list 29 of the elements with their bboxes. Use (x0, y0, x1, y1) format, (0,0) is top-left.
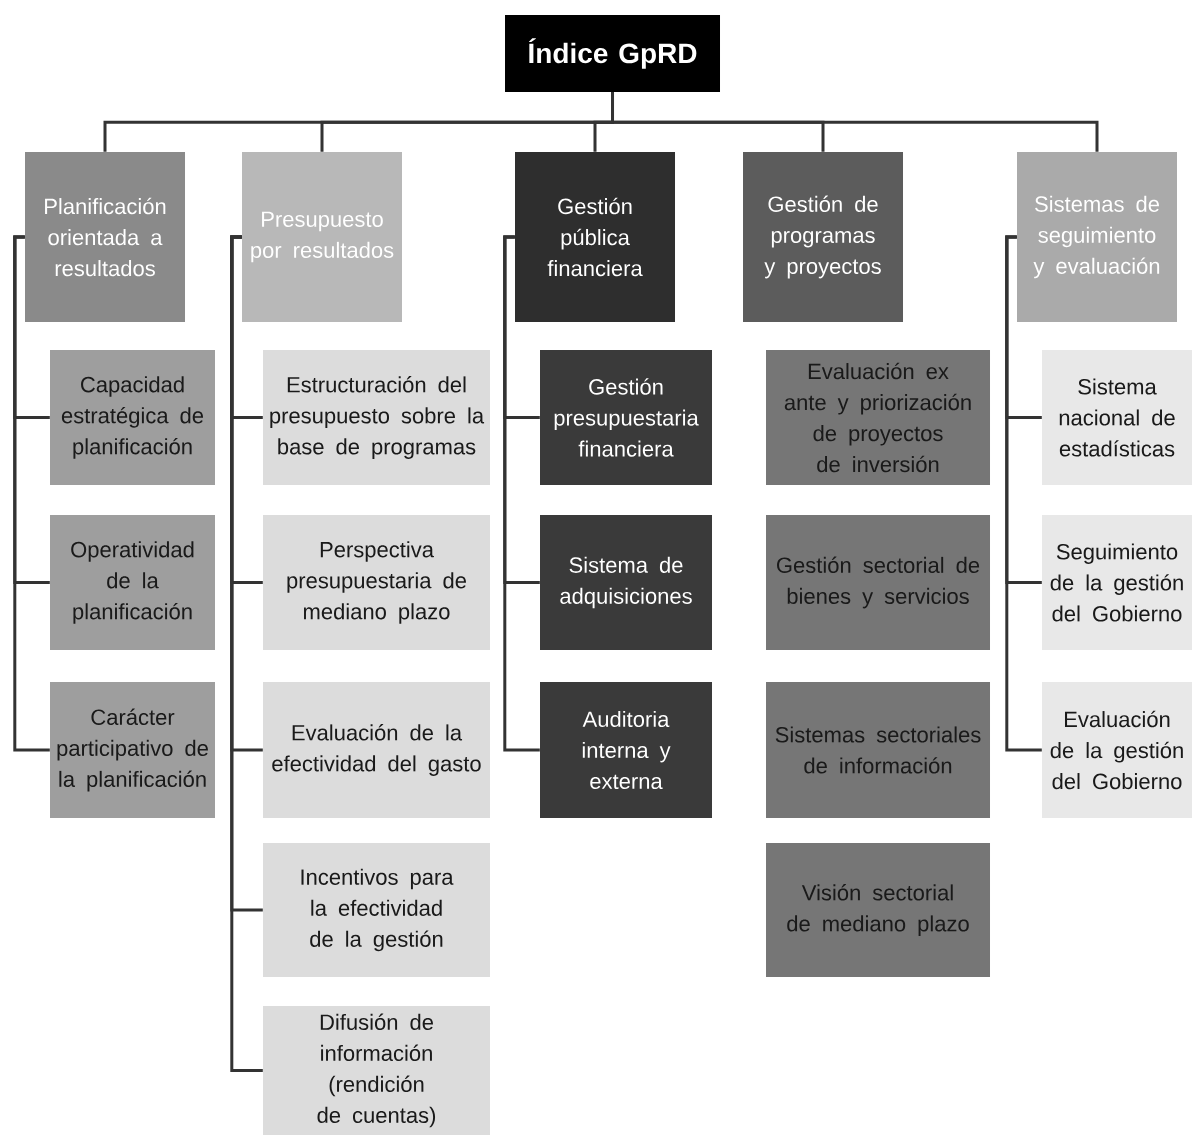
connector-line (1005, 235, 1042, 752)
item-box: Operatividad de la planificación (50, 515, 215, 650)
connector-line (611, 92, 1099, 152)
item-box: Perspectiva presupuestaria de mediano plazo (263, 515, 490, 650)
item-box: Capacidad estratégica de planificación (50, 350, 215, 485)
title-box: Índice GpRD (505, 15, 720, 92)
connector-line (13, 235, 50, 752)
item-box: Estructuración del presupuesto sobre la base de programas (263, 350, 490, 485)
item-box: Seguimiento de la gestión del Gobierno (1042, 515, 1192, 650)
connector-line (230, 235, 263, 1072)
item-box: Visión sectorial de mediano plazo (766, 843, 990, 977)
item-box: Sistema de adquisiciones (540, 515, 712, 650)
item-box: Gestión sectorial de bienes y servicios (766, 515, 990, 650)
category-box: Sistemas de seguimiento y evaluación (1017, 152, 1177, 322)
category-box: Planificación orientada a resultados (25, 152, 185, 322)
item-box: Evaluación de la efectividad del gasto (263, 682, 490, 818)
item-box: Carácter participativo de la planificación (50, 682, 215, 818)
item-box: Evaluación ex ante y priorización de proyectos de inversión (766, 350, 990, 485)
category-box: Gestión de programas y proyectos (743, 152, 903, 322)
item-box: Sistemas sectoriales de información (766, 682, 990, 818)
connector-line (503, 235, 540, 752)
item-box: Difusión de información (rendición de cuentas) (263, 1006, 490, 1135)
item-box: Gestión presupuestaria financiera (540, 350, 712, 485)
category-box: Presupuesto por resultados (242, 152, 402, 322)
item-box: Evaluación de la gestión del Gobierno (1042, 682, 1192, 818)
item-box: Incentivos para la efectividad de la gestión (263, 843, 490, 977)
item-box: Auditoria interna y externa (540, 682, 712, 818)
item-box: Sistema nacional de estadísticas (1042, 350, 1192, 485)
category-box: Gestión pública financiera (515, 152, 675, 322)
